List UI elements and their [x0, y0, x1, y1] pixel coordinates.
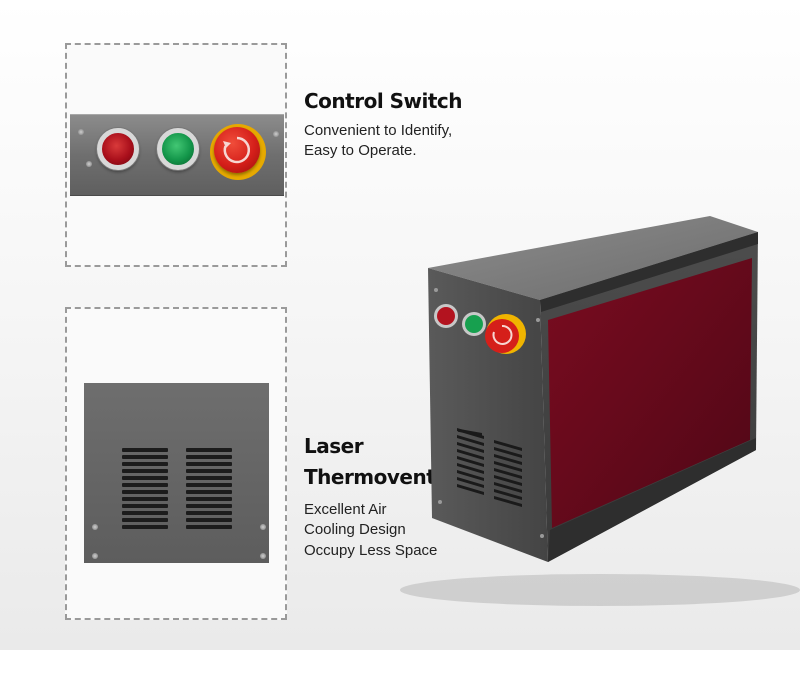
screw-icon — [260, 553, 266, 559]
floor-shadow — [0, 650, 800, 679]
vent-slots-left — [122, 448, 168, 534]
switch-panel-closeup — [70, 114, 284, 196]
vent-slots-right — [186, 448, 232, 534]
screw-icon — [273, 131, 279, 137]
control-switch-desc-line-1: Convenient to Identify, — [304, 122, 453, 139]
emergency-stop-ring-closeup — [210, 124, 266, 180]
green-button-closeup — [157, 128, 199, 170]
thermovent-title-line-2: Thermovent — [304, 465, 436, 489]
screw-icon — [78, 129, 84, 135]
vent-slots — [457, 428, 522, 507]
red-window-panel — [548, 258, 752, 528]
screw-icon — [92, 524, 98, 530]
screw-icon — [86, 161, 92, 167]
thermovent-desc-line-1: Excellent Air — [304, 501, 387, 518]
screw-icon — [260, 524, 266, 530]
device-top-face — [428, 216, 758, 300]
thermovent-desc-line-2: Cooling Design — [304, 521, 406, 538]
vent-panel-closeup — [84, 383, 269, 563]
thermovent-title-line-1: Laser — [304, 434, 364, 458]
control-switch-desc-line-2: Easy to Operate. — [304, 142, 417, 159]
thermovent-desc-line-3: Occupy Less Space — [304, 542, 438, 559]
control-switch-detail-frame — [65, 43, 287, 267]
thermovent-detail-frame — [65, 307, 287, 620]
rotate-arrow-icon — [223, 136, 250, 164]
emergency-stop-button-closeup — [214, 127, 260, 173]
control-switch-title: Control Switch — [304, 89, 463, 113]
red-button-closeup — [97, 128, 139, 170]
screw-icon — [92, 553, 98, 559]
